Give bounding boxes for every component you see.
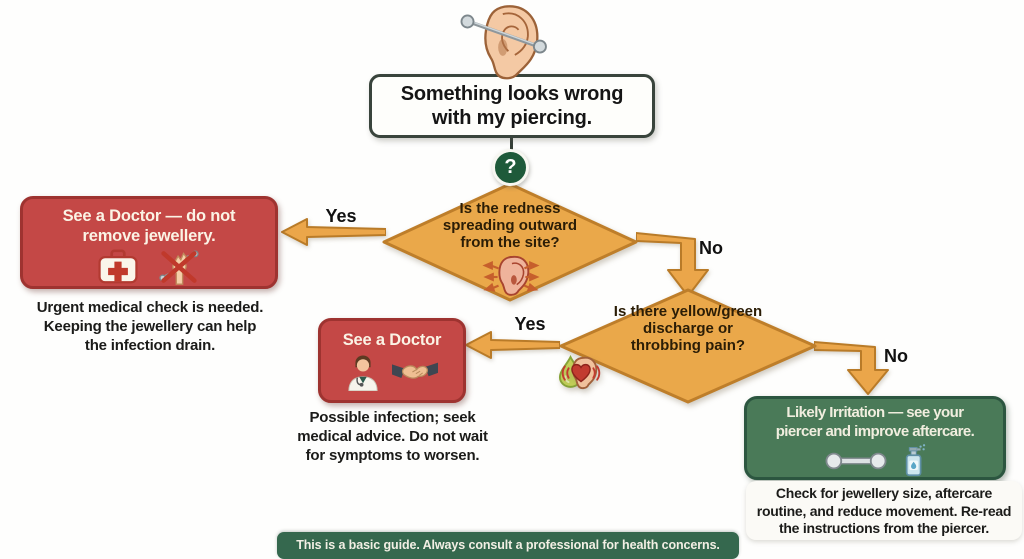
no-branch-2 bbox=[813, 338, 892, 401]
diamond-shape bbox=[382, 182, 638, 302]
doctor-icon bbox=[348, 355, 378, 391]
decision1-question: Is the redness spreading outward from th… bbox=[380, 200, 640, 251]
yes-label: Yes bbox=[514, 314, 546, 334]
decision2-question: Is there yellow/green discharge or throb… bbox=[558, 303, 818, 354]
start-title-line: with my piercing. bbox=[432, 107, 592, 129]
caption-line: medical advice. Do not wait bbox=[297, 428, 488, 445]
first-aid-kit-icon bbox=[98, 249, 138, 284]
diamond-shape bbox=[559, 288, 817, 404]
elbow-arrow-icon bbox=[635, 232, 709, 297]
decision-discharge-diamond: Is there yellow/green discharge or throb… bbox=[558, 287, 818, 405]
question-line: spreading outward bbox=[442, 217, 578, 234]
outcome-title-line: See a Doctor bbox=[342, 331, 442, 349]
no-label: No bbox=[699, 238, 723, 258]
caption-line: routine, and reduce movement. Re-read bbox=[756, 502, 1012, 519]
outcome-title-line: remove jewellery. bbox=[82, 227, 216, 245]
outcome-urgent-caption: Urgent medical check is needed. Keeping … bbox=[24, 298, 276, 355]
outcome-irritation-box: Likely Irritation — see your piercer and… bbox=[744, 396, 1006, 480]
caption-line: the infection drain. bbox=[84, 337, 216, 354]
outcome-doctor-caption: Possible infection; seek medical advice.… bbox=[285, 408, 500, 465]
disclaimer-bar: This is a basic guide. Always consult a … bbox=[277, 532, 739, 559]
no-label: No bbox=[884, 346, 908, 366]
question-mark-badge: ? bbox=[492, 149, 529, 186]
caption-line: the instructions from the piercer. bbox=[778, 520, 990, 536]
start-node: Something looks wrong with my piercing. bbox=[369, 74, 655, 138]
outcome-doctor-box: See a Doctor bbox=[318, 318, 466, 403]
barbell-jewellery-icon bbox=[825, 452, 886, 469]
elbow-arrow-icon bbox=[813, 341, 889, 395]
pierced-ear-icon bbox=[460, 5, 547, 80]
throbbing-ear-icon bbox=[561, 356, 601, 390]
caption-line: Check for jewellery size, aftercare bbox=[775, 485, 993, 501]
question-line: throbbing pain? bbox=[630, 337, 746, 354]
outcome-title-line: Likely Irritation — see your bbox=[786, 404, 964, 421]
question-line: Is the redness bbox=[459, 200, 561, 217]
caption-line: Urgent medical check is needed. bbox=[36, 299, 264, 316]
outcome-title-line: See a Doctor — do not bbox=[62, 207, 236, 225]
yes-branch-2 bbox=[464, 330, 561, 365]
handshake-icon bbox=[392, 362, 438, 379]
outcome-irritation-caption: Check for jewellery size, aftercare rout… bbox=[746, 481, 1022, 540]
outcome-urgent-box: See a Doctor — do not remove jewellery. bbox=[20, 196, 278, 289]
outcome-title-line: piercer and improve aftercare. bbox=[775, 423, 975, 440]
question-line: Is there yellow/green bbox=[613, 303, 763, 320]
spreading-redness-ear-icon bbox=[482, 255, 540, 296]
start-title-line: Something looks wrong bbox=[400, 83, 624, 105]
saline-spray-icon bbox=[905, 444, 925, 477]
start-connector-line bbox=[510, 136, 513, 151]
yes-label: Yes bbox=[325, 206, 357, 226]
decision-redness-diamond: Is the redness spreading outward from th… bbox=[380, 180, 640, 304]
caption-line: for symptoms to worsen. bbox=[305, 447, 480, 464]
question-line: from the site? bbox=[460, 234, 560, 251]
no-branch-1 bbox=[635, 230, 710, 303]
no-jewellery-removal-icon bbox=[159, 250, 199, 285]
caption-line: Possible infection; seek bbox=[309, 409, 476, 426]
caption-line: Keeping the jewellery can help bbox=[43, 318, 257, 335]
question-line: discharge or bbox=[642, 320, 734, 337]
